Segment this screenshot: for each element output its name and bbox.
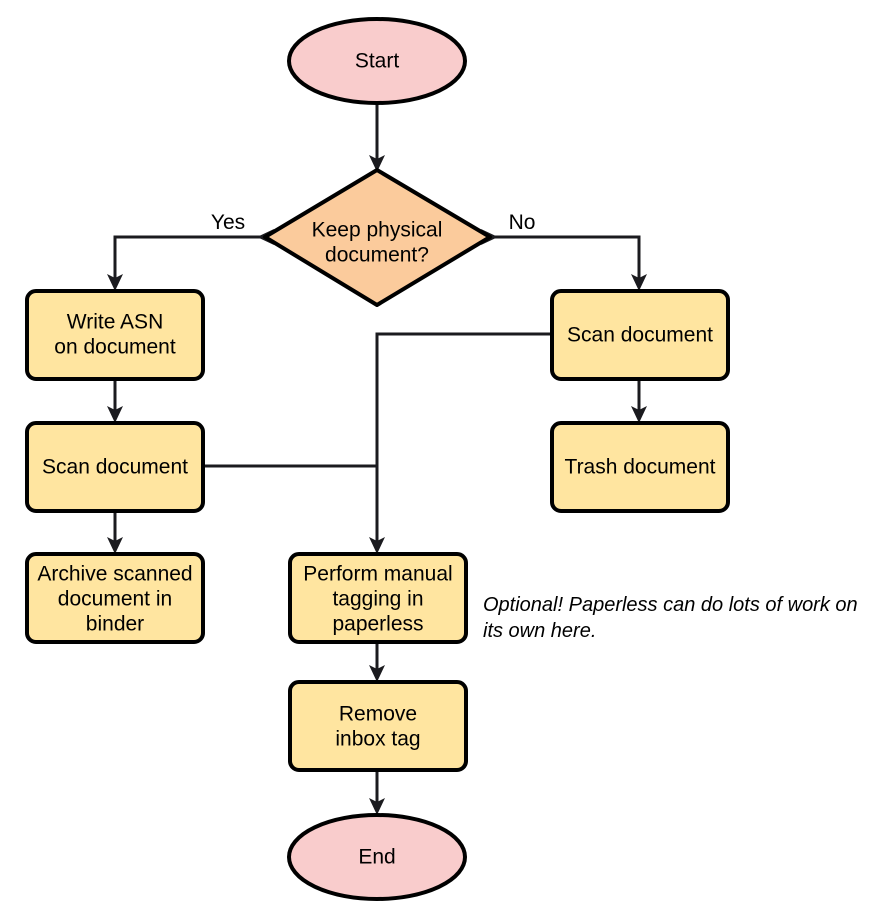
tagging-label-line2: tagging in: [332, 588, 423, 611]
node-remove-inbox-tag[interactable]: Remove inbox tag: [288, 680, 468, 772]
edge-start-to-decision: [369, 103, 385, 172]
write-asn-label-line2: on document: [54, 336, 176, 359]
node-perform-manual-tagging[interactable]: Perform manual tagging in paperless: [288, 552, 468, 644]
scan-document-right-label: Scan document: [567, 324, 713, 347]
decision-label-line2: document?: [325, 244, 429, 267]
edge-decision-yes: [107, 229, 274, 291]
edge-label-no: No: [509, 211, 536, 234]
trash-document-box[interactable]: [550, 421, 730, 513]
archive-label-line3: binder: [86, 613, 144, 636]
archive-box[interactable]: [25, 552, 205, 644]
node-write-asn[interactable]: Write ASN on document: [25, 289, 205, 381]
scan-document-left-label: Scan document: [42, 456, 188, 479]
scan-document-right-box[interactable]: [550, 289, 730, 381]
node-trash-document[interactable]: Trash document: [550, 421, 730, 513]
remove-inbox-tag-box[interactable]: [288, 680, 468, 772]
archive-label-line1: Archive scanned: [37, 563, 192, 586]
node-end[interactable]: End: [287, 813, 467, 901]
remove-inbox-label-line1: Remove: [339, 703, 417, 726]
node-scan-document-left[interactable]: Scan document: [25, 421, 205, 513]
archive-label-line2: document in: [58, 588, 172, 611]
edge-decision-no: [481, 229, 647, 291]
node-start[interactable]: Start: [287, 17, 467, 105]
annotation-line2: its own here.: [483, 620, 596, 642]
end-label: End: [358, 846, 395, 869]
edge-scanright-to-trash: [631, 379, 647, 423]
write-asn-label-line1: Write ASN: [67, 311, 163, 334]
node-archive-scanned-document[interactable]: Archive scanned document in binder: [25, 552, 205, 644]
start-label: Start: [355, 50, 400, 73]
node-scan-document-right[interactable]: Scan document: [550, 289, 730, 381]
end-ellipse[interactable]: [287, 813, 467, 901]
tagging-label-line3: paperless: [332, 613, 423, 636]
tagging-label-line1: Perform manual: [303, 563, 452, 586]
decision-label-line1: Keep physical: [312, 219, 443, 242]
write-asn-box[interactable]: [25, 289, 205, 381]
edge-scanleft-to-archive: [107, 511, 123, 554]
edge-writeasn-to-scanleft: [107, 379, 123, 423]
tagging-box[interactable]: [288, 552, 468, 644]
edge-scanright-to-tagging: [369, 332, 552, 554]
decision-diamond[interactable]: [263, 168, 492, 307]
edge-label-yes: Yes: [211, 211, 245, 234]
remove-inbox-label-line2: inbox tag: [335, 728, 420, 751]
scan-document-left-box[interactable]: [25, 421, 205, 513]
annotation-line1: Optional! Paperless can do lots of work …: [483, 594, 858, 616]
edge-removeinbox-to-end: [369, 770, 385, 815]
start-ellipse[interactable]: [287, 17, 467, 105]
edge-tagging-to-removeinbox: [369, 642, 385, 682]
annotation-optional-note: Optional! Paperless can do lots of work …: [483, 594, 858, 642]
trash-document-label: Trash document: [565, 456, 716, 479]
node-decision-keep-physical-document[interactable]: Keep physical document?: [263, 168, 492, 307]
